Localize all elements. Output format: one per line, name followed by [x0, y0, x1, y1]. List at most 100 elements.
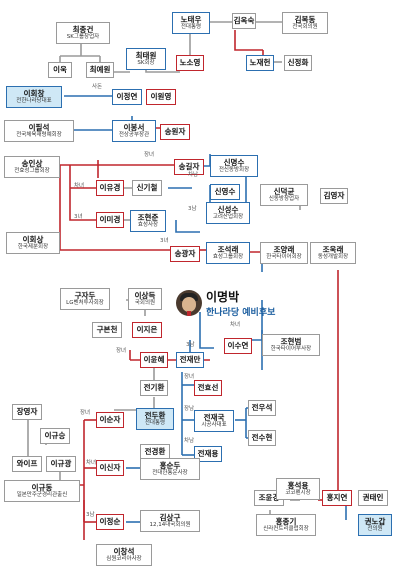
- node-name: 노소영: [179, 58, 201, 68]
- node-jeon-jaeyong: 전재용: [194, 446, 222, 462]
- node-name: 송길자: [178, 162, 200, 172]
- node-name: 이필석: [28, 122, 50, 132]
- node-name: 전재만: [179, 355, 201, 365]
- node-lee-yukyung: 이유경: [96, 180, 124, 196]
- node-name: 김영자: [323, 191, 345, 201]
- node-jeon-gyeonghwan: 전경환: [140, 444, 170, 460]
- node-name: 장영자: [16, 407, 38, 417]
- avatar-photo: [176, 290, 202, 316]
- node-title: SK회장: [137, 59, 155, 66]
- relation-label: 차녀: [74, 183, 85, 189]
- node-name: 권태인: [362, 493, 384, 503]
- relation-label: 3남: [188, 206, 197, 212]
- relation-label: 장녀: [184, 374, 195, 380]
- node-title: 전한나라당대표: [16, 97, 52, 104]
- relation-label: 3녀: [74, 214, 83, 220]
- node-lee-wook: 이욱: [48, 62, 72, 78]
- node-song-gwangja: 송광자: [170, 246, 200, 262]
- node-name: 이회상: [22, 234, 44, 244]
- node-name: 신정화: [287, 58, 309, 68]
- node-lee-suyeon: 이수연: [224, 338, 252, 354]
- node-name: 홍순두: [159, 460, 181, 470]
- node-name: 신성수: [217, 204, 239, 214]
- node-title: 심원코리아사장: [106, 555, 142, 562]
- node-name: 김상구: [159, 512, 181, 522]
- node-name: 이정연: [116, 92, 138, 102]
- node-name: 전재용: [197, 449, 219, 459]
- node-name: 이순자: [99, 415, 121, 425]
- node-name: 이회창: [23, 88, 45, 98]
- node-title: 한국타이어회장: [266, 253, 302, 260]
- node-name: 송광자: [174, 249, 196, 259]
- node-name: 전재국: [203, 412, 225, 422]
- node-title: 한국타이어부사장: [270, 345, 312, 352]
- node-name: 이규광: [50, 459, 72, 469]
- node-jeon-gihwan: 전기환: [140, 380, 168, 396]
- node-title: 신라컨트리클럽회장: [263, 525, 309, 532]
- node-title: 전대통령: [144, 419, 166, 426]
- node-name: 구본천: [96, 325, 118, 335]
- node-title: 국회의원: [134, 299, 156, 306]
- node-lee-yunhye: 이윤혜: [140, 352, 168, 368]
- relation-label: 차남: [188, 172, 199, 178]
- node-name: 김복동: [294, 14, 316, 24]
- node-title: 일본만주군경리관출신: [16, 491, 68, 498]
- node-title: 한국제분회장: [17, 243, 49, 250]
- node-koo-boncheon: 구본천: [92, 322, 122, 338]
- node-name: 전기환: [143, 383, 165, 393]
- candidate-subtitle: 한나라당 예비후보: [206, 308, 276, 318]
- node-name: 이미경: [99, 215, 121, 225]
- node-name: 홍종기: [275, 516, 297, 526]
- node-name: 이봉서: [123, 122, 145, 132]
- node-name: 홍지연: [326, 493, 348, 503]
- node-name: 조윤경: [258, 493, 280, 503]
- node-name: 이규동: [31, 482, 53, 492]
- node-jeon-jaeman: 전재만: [176, 352, 204, 368]
- node-lee-wonyoung: 이원영: [146, 89, 176, 105]
- node-name: 신명수: [223, 157, 245, 167]
- node-name: 조현준: [137, 212, 159, 222]
- relation-label: 차녀: [230, 322, 241, 328]
- relation-label: 3남: [186, 342, 195, 348]
- node-lee-jieun: 이지은: [132, 322, 162, 338]
- node-title: 효성그룹회장: [212, 253, 244, 260]
- node-title: 전국회의원: [292, 23, 318, 30]
- node-hong-jiyeon: 홍지연: [322, 490, 352, 506]
- node-name: 전수현: [251, 433, 273, 443]
- relation-label: 장녀: [80, 410, 91, 416]
- node-lee-migyeong: 이미경: [96, 212, 124, 228]
- node-name: 이원영: [150, 92, 172, 102]
- node-name: 이규승: [44, 431, 66, 441]
- node-name: 조현범: [280, 336, 302, 346]
- relation-label: 장녀: [116, 348, 127, 354]
- relation-label: 3남: [86, 512, 95, 518]
- relation-label: 차녀: [86, 460, 97, 466]
- node-jeon-hyoseon: 전효선: [194, 380, 222, 396]
- node-shin-youngsu: 신영수: [210, 184, 240, 200]
- node-title: 효성사장: [137, 221, 159, 228]
- relation-label: 사돈: [92, 84, 103, 90]
- node-title: 전상공부장관: [118, 131, 150, 138]
- node-name: 신영수: [214, 187, 236, 197]
- node-kim-oksuk: 김옥숙: [232, 13, 256, 29]
- node-title: 전의원: [367, 525, 383, 532]
- node-name: 이창석: [113, 546, 135, 556]
- node-name: 이신자: [99, 463, 121, 473]
